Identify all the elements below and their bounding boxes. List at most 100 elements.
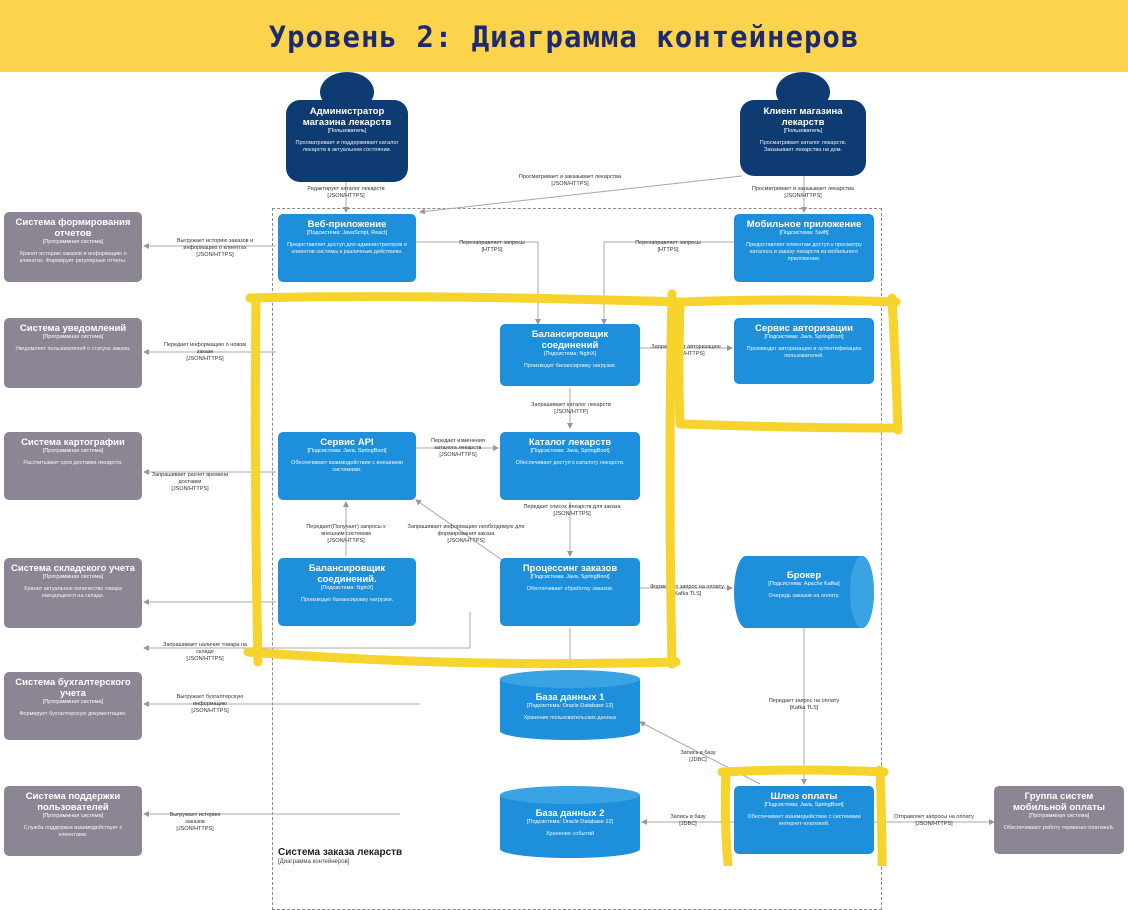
lb2-title: Балансировщик соединений. [308, 563, 386, 585]
container-db1[interactable]: База данных 1 [Подсистема: Oracle Databa… [500, 670, 640, 740]
auth-desc: Производит авторизацию и аутентификацию … [746, 346, 862, 359]
edge-label: Просматривает и заказывает лекарства[JSO… [518, 174, 622, 187]
auth-title: Сервис авторизации [755, 323, 853, 334]
person-admin-desc: Просматривает и поддерживает каталог лек… [295, 140, 399, 153]
highlight-core-frame [243, 289, 685, 669]
container-mobile[interactable]: Мобильное приложение [Подсистема: Swift]… [734, 214, 874, 282]
lb1-desc: Производит балансировку нагрузки. [523, 363, 617, 369]
external-support[interactable]: Система поддержки пользователей [Програм… [4, 786, 142, 856]
reports-title: Система формирования отчетов [15, 217, 131, 239]
orders-desc: Обеспечивает обработку заказов. [526, 586, 614, 592]
external-accounting[interactable]: Система бухгалтерского учета [Программна… [4, 672, 142, 740]
person-client[interactable]: Клиент магазина лекарств [Пользователь] … [740, 72, 866, 176]
catalog-tech: [Подсистема: Java, SpringBoot] [530, 448, 610, 454]
mobilepay-title: Группа систем мобильной оплаты [1013, 791, 1105, 813]
container-lb2[interactable]: Балансировщик соединений. [Подсистема: N… [278, 558, 416, 626]
container-payment[interactable]: Шлюз оплаты [Подсистема: Java, SpringBoo… [734, 786, 874, 854]
broker-desc: Очередь заказов на оплату. [768, 593, 840, 599]
broker-tech: [Подсистема: Apache Kafka] [768, 581, 840, 587]
db1-title: База данных 1 [535, 692, 605, 703]
api-desc: Обеспечивает взаимодействие с внешними с… [291, 460, 403, 473]
warehouse-type: [Программная система] [42, 574, 104, 580]
container-db2[interactable]: База данных 2 [Подсистема: Oracle Databa… [500, 786, 640, 858]
db2-title: База данных 2 [535, 808, 605, 819]
edge-label: Запись в базу[JDBC] [670, 814, 706, 827]
person-admin[interactable]: Администратор магазина лекарств [Пользов… [286, 72, 408, 182]
webapp-tech: [Подсистема: JavaScript, React] [306, 230, 388, 236]
reports-type: [Программная система] [42, 239, 104, 245]
external-reports[interactable]: Система формирования отчетов [Программна… [4, 212, 142, 282]
broker-title: Брокер [786, 570, 822, 581]
container-auth[interactable]: Сервис авторизации [Подсистема: Java, Sp… [734, 318, 874, 384]
payment-desc: Обеспечивает взаимодействие с системами … [747, 814, 861, 827]
db2-tech: [Подсистема: Oracle Database 12] [526, 819, 614, 825]
edge-label: Передает информацию о новом заказе[JSON/… [163, 342, 247, 362]
slide-title: Уровень 2: Диаграмма контейнеров [268, 20, 860, 54]
edge-label: Формирует запрос на оплату[Kafka TLS] [650, 584, 724, 597]
mobilepay-desc: Обеспечивают работу терминал-платежей. [1003, 825, 1115, 831]
container-orders[interactable]: Процессинг заказов [Подсистема: Java, Sp… [500, 558, 640, 626]
notify-desc: Уведомляет пользователей о статусе заказ… [15, 346, 131, 352]
payment-tech: [Подсистема: Java, SpringBoot] [764, 802, 844, 808]
external-mobilepay[interactable]: Группа систем мобильной оплаты [Программ… [994, 786, 1124, 854]
edge-label: Отправляет запросы на оплату[JSON/HTTPS] [894, 814, 974, 827]
edge-label: Передает изменения каталога лекарств[JSO… [431, 438, 485, 458]
boundary-subtitle: [Диаграмма контейнеров] [278, 859, 350, 865]
container-lb1[interactable]: Балансировщик соединений [Подсистема: Ng… [500, 324, 640, 386]
api-title: Сервис API [320, 437, 374, 448]
support-desc: Служба поддержки взаимодействует с клиен… [23, 825, 123, 838]
edge-label: Перенаправляет запросы[HTTPS] [459, 240, 525, 253]
warehouse-desc: Хранит актуальное количество товара нахо… [23, 586, 123, 599]
mobilepay-type: [Программная система] [1028, 813, 1090, 819]
catalog-desc: Обеспечивает доступ к каталогу лекарств. [515, 460, 625, 466]
accounting-type: [Программная система] [42, 699, 104, 705]
edge-label: Запрашивает авторизацию[JSON/HTTPS] [651, 344, 721, 357]
mobile-tech: [Подсистема: Swift] [779, 230, 829, 236]
lb1-title: Балансировщик соединений [531, 329, 609, 351]
edge-label: Редактирует каталог лекарств[JSON/HTTPS] [307, 186, 385, 199]
webapp-desc: Предоставляет доступ для администраторов… [287, 242, 407, 255]
person-admin-title: Администратор магазина лекарств [302, 106, 392, 128]
db1-tech: [Подсистема: Oracle Database 12] [526, 703, 614, 709]
notify-type: [Программная система] [42, 334, 104, 340]
edge-label: Выгружает историю заказов[JSON/HTTPS] [169, 812, 221, 832]
container-api[interactable]: Сервис API [Подсистема: Java, SpringBoot… [278, 432, 416, 500]
lb2-desc: Производит балансировку нагрузки. [300, 597, 394, 603]
maps-type: [Программная система] [42, 448, 104, 454]
edge-label: Передает список лекарств для заказа[JSON… [523, 504, 621, 517]
mobile-desc: Предоставляет клиентам доступ к просмотр… [746, 242, 862, 262]
orders-tech: [Подсистема: Java, SpringBoot] [530, 574, 610, 580]
orders-title: Процессинг заказов [522, 563, 618, 574]
accounting-title: Система бухгалтерского учета [15, 677, 131, 699]
external-notify[interactable]: Система уведомлений [Программная система… [4, 318, 142, 388]
person-client-desc: Просматривает каталог лекарств. Заказыва… [759, 140, 847, 153]
auth-tech: [Подсистема: Java, SpringBoot] [764, 334, 844, 340]
external-warehouse[interactable]: Система складского учета [Программная си… [4, 558, 142, 628]
container-broker[interactable]: Брокер [Подсистема: Apache Kafka] Очеред… [734, 556, 874, 628]
edge-label: Запрашивает расчет времени доставки[JSON… [151, 472, 229, 492]
connector-lines [143, 175, 995, 825]
container-webapp[interactable]: Веб-приложение [Подсистема: JavaScript, … [278, 214, 416, 282]
container-catalog[interactable]: Каталог лекарств [Подсистема: Java, Spri… [500, 432, 640, 500]
webapp-title: Веб-приложение [307, 219, 387, 230]
external-maps[interactable]: Система картографии [Программная система… [4, 432, 142, 500]
boundary-title: Система заказа лекарств [278, 847, 403, 858]
edge-label: Перенаправляет запросы[HTTPS] [635, 240, 701, 253]
notify-title: Система уведомлений [19, 323, 127, 334]
warehouse-title: Система складского учета [11, 563, 135, 574]
support-title: Система поддержки пользователей [25, 791, 121, 813]
edge-label: Запрашивает наличие товара на складе[JSO… [163, 642, 247, 662]
db1-shape [500, 670, 640, 740]
edge-label: Передает запрос на оплату[Kafka TLS] [768, 698, 840, 711]
highlight-payment-frame [717, 765, 889, 866]
db2-desc: Хранение событий [545, 831, 595, 837]
maps-title: Система картографии [21, 437, 125, 448]
person-admin-type: [Пользователь] [327, 128, 367, 134]
edge-label: Запись в базу[JDBC] [680, 750, 716, 763]
db1-desc: Хранение пользовательских данных [523, 715, 617, 721]
edge-label: Выгружает историю заказов и информацию о… [176, 238, 254, 258]
lb1-tech: [Подсистема: NginX] [543, 351, 597, 357]
accounting-desc: Формирует бухгалтерскую документацию. [19, 711, 127, 717]
edge-label: Просматривает и заказывает лекарства[JSO… [751, 186, 855, 199]
api-tech: [Подсистема: Java, SpringBoot] [307, 448, 387, 454]
